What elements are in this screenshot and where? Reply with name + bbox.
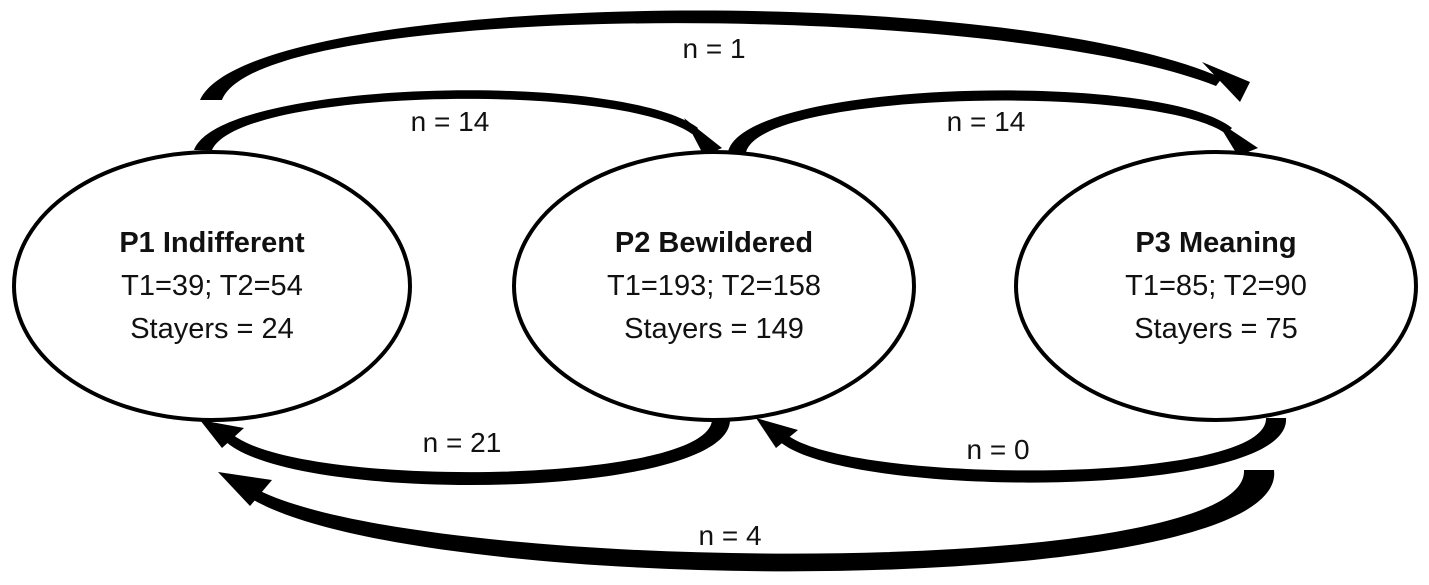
node-p1-ellipse <box>12 150 412 422</box>
node-p1-title: P1 Indifferent <box>119 227 305 259</box>
edge-p2-to-p3 <box>728 90 1258 156</box>
edge-label-p2-to-p1: n = 21 <box>423 427 502 458</box>
arrowhead-p3-to-p2 <box>756 418 798 448</box>
node-p3-counts: T1=85; T2=90 <box>1125 270 1307 302</box>
edge-label-p3-to-p1: n = 4 <box>698 520 761 551</box>
edge-p3-to-p2 <box>756 418 1287 483</box>
edge-p3-to-p1 <box>218 470 1275 572</box>
arrowhead-p3-to-p1 <box>218 472 272 506</box>
edge-label-p1-to-p3: n = 1 <box>682 33 745 64</box>
arrowhead-p2-to-p3 <box>1216 120 1258 156</box>
arrow-p3-to-p1 <box>250 470 1275 572</box>
node-p3: P3 Meaning T1=85; T2=90 Stayers = 75 <box>1014 150 1418 422</box>
node-p2-counts: T1=193; T2=158 <box>607 270 821 302</box>
node-p3-ellipse <box>1014 150 1418 422</box>
node-p3-stayers: Stayers = 75 <box>1134 313 1298 345</box>
edge-p1-to-p2 <box>194 90 722 156</box>
node-p1: P1 Indifferent T1=39; T2=54 Stayers = 24 <box>12 150 412 422</box>
arrowhead-p2-to-p1 <box>200 420 244 448</box>
node-p1-stayers: Stayers = 24 <box>130 313 294 345</box>
edge-label-p3-to-p2: n = 0 <box>966 434 1029 465</box>
node-p2-stayers: Stayers = 149 <box>624 313 804 345</box>
node-p2: P2 Bewildered T1=193; T2=158 Stayers = 1… <box>512 150 916 422</box>
arrow-p3-to-p2 <box>778 418 1287 483</box>
node-p3-title: P3 Meaning <box>1135 227 1296 259</box>
node-p1-counts: T1=39; T2=54 <box>121 270 303 302</box>
arrow-p1-to-p2 <box>194 90 698 150</box>
edge-label-p1-to-p2: n = 14 <box>411 106 490 137</box>
arrowhead-p1-to-p2 <box>684 118 722 156</box>
edge-p2-to-p1 <box>200 418 731 485</box>
arrow-p1-to-p3 <box>200 10 1222 100</box>
arrowhead-p1-to-p3 <box>1202 62 1250 102</box>
arrow-p2-to-p3 <box>728 90 1232 152</box>
edge-p1-to-p3 <box>200 10 1250 102</box>
edge-label-p2-to-p3: n = 14 <box>947 106 1026 137</box>
node-p2-title: P2 Bewildered <box>615 227 813 259</box>
node-p2-ellipse <box>512 150 916 422</box>
arrow-p2-to-p1 <box>224 418 731 485</box>
